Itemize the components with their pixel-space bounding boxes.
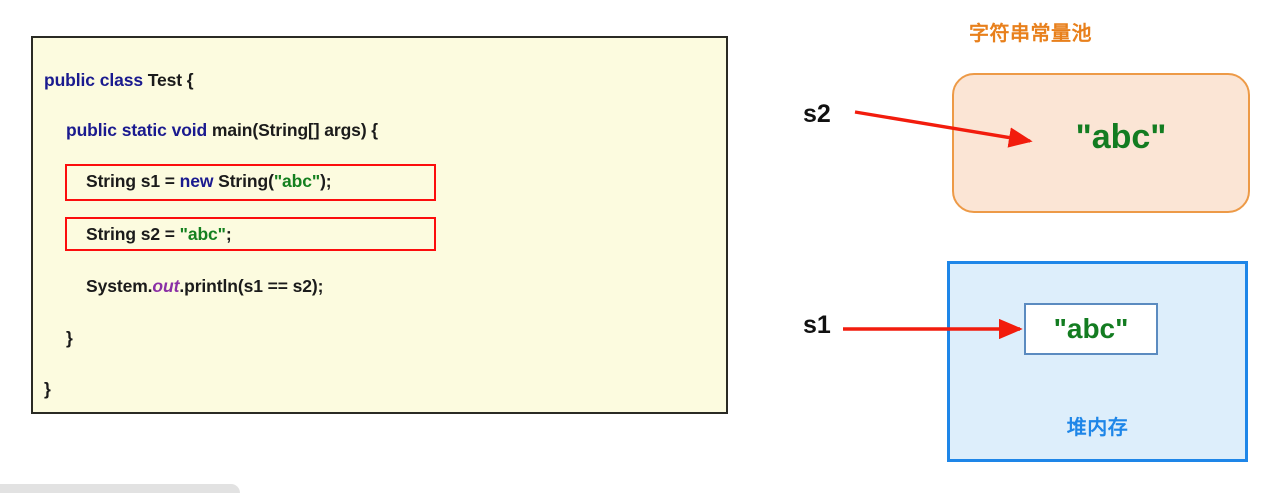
code-panel: public class Test { public static void m… [31,36,728,414]
code-token: main(String[] args) { [211,120,379,140]
code-token: new [179,171,219,191]
code-token: "abc" [179,224,226,244]
code-token: public class [44,70,148,90]
string-pool-box: "abc" [952,73,1250,213]
code-line-string-s2: String s2 = "abc"; [86,224,232,245]
pointer-label-s1: s1 [803,311,831,339]
code-token: System. [86,276,153,296]
code-line-main-method: public static void main(String[] args) { [66,120,378,141]
pointer-label-s2: s2 [803,100,831,128]
code-token: ; [225,224,232,244]
heap-string-object-box: "abc" [1024,303,1158,355]
code-token: } [66,328,73,348]
code-line-class-declaration: public class Test { [44,70,194,91]
highlight-box-s2 [65,217,436,251]
code-line-closing-brace-method: } [66,328,73,349]
code-token: ); [320,171,332,191]
code-token: String( [218,171,274,191]
heap-memory-box: "abc" 堆内存 [947,261,1248,462]
code-token: String s1 = [86,171,180,191]
bottom-decoration-bar [0,484,240,493]
code-token: public static void [66,120,212,140]
string-pool-title: 字符串常量池 [969,23,1092,45]
code-token: Test { [147,70,194,90]
code-line-println: System.out.println(s1 == s2); [86,276,323,297]
string-pool-value: "abc" [1075,118,1167,156]
code-line-string-s1: String s1 = new String("abc"); [86,171,332,192]
code-token: out [152,276,180,296]
code-token: .println(s1 == s2); [179,276,324,296]
code-token: "abc" [273,171,321,191]
code-token: String s2 = [86,224,180,244]
heap-memory-label: 堆内存 [1066,417,1129,439]
code-line-closing-brace-class: } [44,379,51,400]
heap-string-object-value: "abc" [1053,313,1129,344]
code-token: } [44,379,51,399]
highlight-box-s1 [65,164,436,201]
